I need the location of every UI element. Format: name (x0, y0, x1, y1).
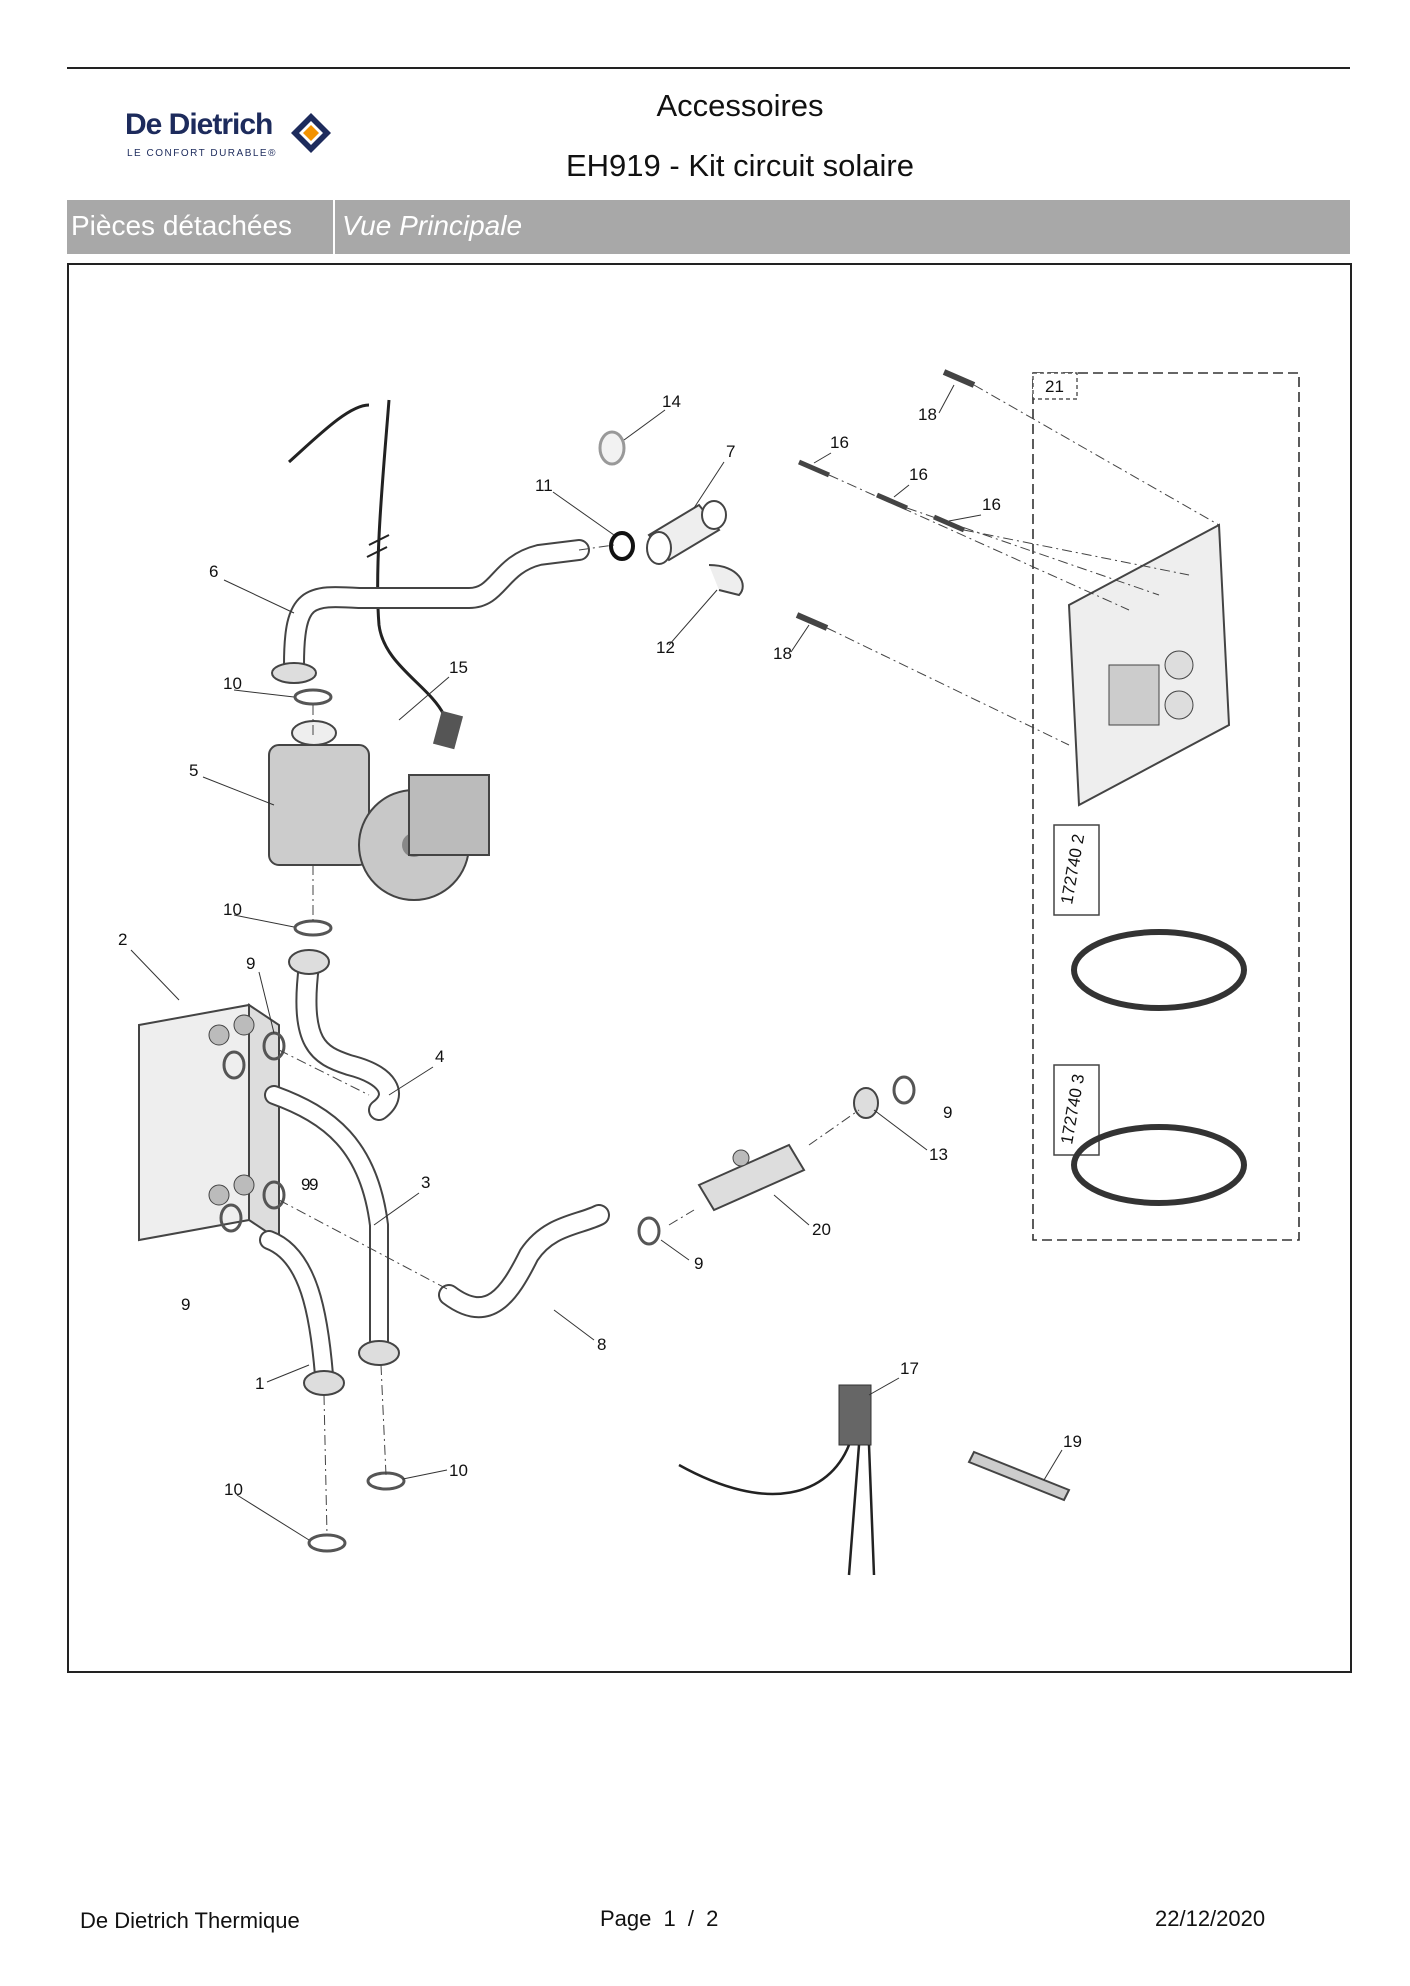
callout-labels: 1 2 3 4 5 6 7 8 9 9 9 9 9 9 10 10 10 10 … (118, 377, 1082, 1499)
brand-name: De Dietrich (125, 108, 273, 141)
section-label: Pièces détachées (71, 210, 293, 241)
part-19-strip (967, 1450, 1071, 1502)
part-3-pipe (264, 1085, 389, 1355)
top-rule (67, 67, 1350, 69)
sensor-tag-upper (1053, 824, 1100, 916)
diagram-frame: 172740 2 172740 3 1 2 3 4 5 6 7 8 9 9 9 … (67, 263, 1352, 1673)
callout-9-e: 9 (943, 1103, 952, 1122)
part-15-cable (287, 399, 446, 716)
callout-9-b: 9 (301, 1175, 310, 1194)
callout-8: 8 (597, 1335, 606, 1354)
callout-10-b: 10 (223, 900, 242, 919)
callout-10-c: 10 (224, 1480, 243, 1499)
callout-3: 3 (421, 1173, 430, 1192)
brand-logo: De Dietrich LE CONFORT DURABLE® (125, 108, 365, 168)
callout-15: 15 (449, 658, 468, 677)
callout-12: 12 (656, 638, 675, 657)
brand-diamond-icon (291, 113, 331, 153)
part-10-seal-bottom-left (307, 1533, 347, 1553)
page-title: Accessoires (656, 88, 824, 123)
page-label: Page (600, 1906, 652, 1931)
sensor-coil-lower (1071, 1124, 1247, 1206)
part-18-stud (942, 369, 976, 388)
callout-5: 5 (189, 761, 198, 780)
part-10-seal-bottom-right (366, 1471, 406, 1491)
callout-16-a: 16 (830, 433, 849, 452)
part-20-valve (697, 1143, 806, 1212)
page-separator: / (687, 1906, 695, 1931)
callout-16-c: 16 (982, 495, 1001, 514)
callout-2: 2 (118, 930, 127, 949)
callout-1: 1 (255, 1374, 264, 1393)
footer-pagination: Page 1 / 2 (600, 1906, 724, 1932)
part-17-connector (838, 1384, 872, 1446)
section-bar: Pièces détachées Vue Principale (67, 200, 1350, 254)
callout-13: 13 (929, 1145, 948, 1164)
callout-9-a: 9 (246, 954, 255, 973)
cable-break-mark (366, 534, 390, 558)
callout-6: 6 (209, 562, 218, 581)
part-15-connector (432, 710, 464, 750)
part-12-clip (708, 564, 744, 597)
part-21-label-box (1032, 372, 1078, 400)
brand-tagline: LE CONFORT DURABLE® (127, 148, 277, 159)
part-21-transformer (1108, 664, 1160, 726)
page-current: 1 (663, 1906, 676, 1931)
callout-9-f: 9 (309, 1175, 318, 1194)
sensor-coil-upper (1071, 929, 1247, 1011)
part-14-washer (598, 430, 626, 466)
part-17-wires (678, 1444, 876, 1576)
exploded-parts-diagram: 172740 2 172740 3 1 2 3 4 5 6 7 8 9 9 9 … (118, 369, 1300, 1576)
callout-21: 21 (1045, 377, 1064, 396)
callout-10-d: 10 (449, 1461, 468, 1480)
part-11-seal (609, 531, 635, 561)
part-5-pump-head (408, 774, 490, 856)
callout-7: 7 (726, 442, 735, 461)
page-total: 2 (706, 1906, 719, 1931)
callout-17: 17 (900, 1359, 919, 1378)
section-divider (333, 200, 335, 254)
callout-9-c: 9 (181, 1295, 190, 1314)
callout-18-b: 18 (773, 644, 792, 663)
part-6-pipe (283, 539, 590, 676)
footer-date: 22/12/2020 (1155, 1906, 1266, 1931)
callout-19: 19 (1063, 1432, 1082, 1451)
part-5-pump-body (268, 744, 370, 866)
part-6-nut (271, 662, 317, 684)
part-16-stud (798, 459, 830, 478)
callout-14: 14 (662, 392, 681, 411)
alignment-lines (278, 384, 1220, 1536)
view-label: Vue Principale (342, 210, 523, 241)
page-subtitle: EH919 - Kit circuit solaire (565, 148, 914, 183)
callout-9-d: 9 (694, 1254, 703, 1273)
callout-4: 4 (435, 1047, 444, 1066)
part-10-seal-lower (293, 919, 333, 937)
part-21-group-box (1032, 372, 1300, 1241)
callout-16-b: 16 (909, 465, 928, 484)
callout-18-a: 18 (918, 405, 937, 424)
callout-20: 20 (812, 1220, 831, 1239)
part-10-seal-upper (293, 688, 333, 706)
callout-10-a: 10 (223, 674, 242, 693)
leader-lines (130, 384, 1063, 1541)
part-13-fitting (853, 1087, 879, 1119)
footer-company: De Dietrich Thermique (80, 1908, 300, 1933)
callout-11: 11 (535, 476, 553, 495)
